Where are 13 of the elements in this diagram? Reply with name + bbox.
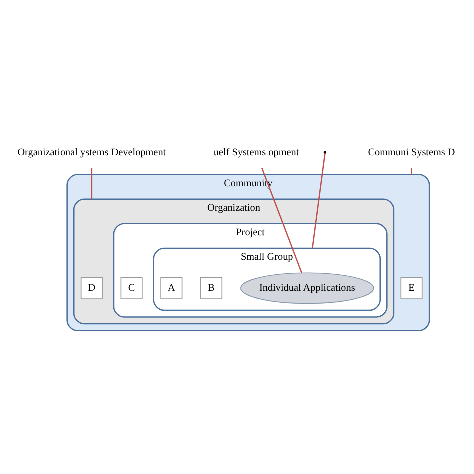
node-ellipse: Individual Applications <box>240 272 374 304</box>
node-text: uelf Systems opment <box>214 146 300 158</box>
node-box: C <box>120 276 143 299</box>
node-box: A <box>160 276 183 299</box>
connector <box>261 167 302 273</box>
connector <box>91 168 93 199</box>
node-box: B <box>200 276 223 299</box>
node-box: D <box>80 276 103 299</box>
node-text: Organizational ystems Development <box>18 146 166 158</box>
node-box: E <box>400 276 423 299</box>
node-text: Communi Systems D <box>368 146 456 158</box>
connector <box>411 168 412 174</box>
connector <box>312 153 326 248</box>
